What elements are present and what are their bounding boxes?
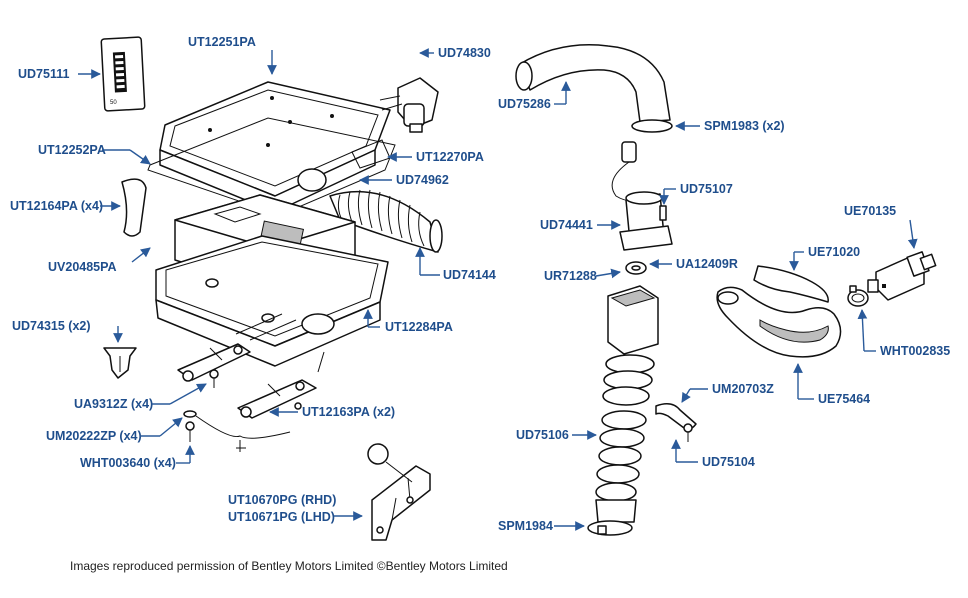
wht002835-clip	[847, 285, 869, 307]
um20703z-strap	[655, 403, 697, 442]
label-ut12252pa: UT12252PA	[38, 143, 106, 157]
ue71020-strip	[753, 265, 829, 303]
label-ud75106: UD75106	[516, 428, 569, 442]
label-ue70135: UE70135	[844, 204, 896, 218]
fixings	[183, 369, 291, 452]
ut12284pa-lower-case	[155, 235, 389, 367]
spm1983-clip	[631, 119, 673, 133]
label-ud74830: UD74830	[438, 46, 491, 60]
label-ud74962: UD74962	[396, 173, 449, 187]
label-ut10670pg: UT10670PG (RHD)	[228, 493, 336, 507]
callouts: UD75111 UT12251PA UD74830 UT12252PA UT12…	[10, 35, 950, 533]
label-ur71288: UR71288	[544, 269, 597, 283]
ud74315-fastener	[103, 347, 137, 379]
label-ut12163pa: UT12163PA (x2)	[302, 405, 395, 419]
label-ud75111: UD75111	[18, 67, 69, 81]
ur71288-washer	[625, 261, 647, 275]
label-ue71020: UE71020	[808, 245, 860, 259]
ud74441-housing	[611, 141, 673, 251]
cover-gasket	[147, 117, 396, 216]
label-ut10671pg: UT10671PG (LHD)	[228, 510, 335, 524]
label-ud74315: UD74315 (x2)	[12, 319, 91, 333]
label-wht002835: WHT002835	[880, 344, 950, 358]
ut10670pg-bracket	[367, 443, 431, 541]
spm1984-clip	[587, 520, 633, 536]
copyright-credit: Images reproduced permission of Bentley …	[70, 559, 508, 573]
label-ut12284pa: UT12284PA	[385, 320, 453, 334]
label-um20222zp: UM20222ZP (x4)	[46, 429, 142, 443]
label-um20703z: UM20703Z	[712, 382, 774, 396]
ue70135-sensor	[867, 251, 937, 301]
label-ud75286: UD75286	[498, 97, 551, 111]
label-ud74441: UD74441	[540, 218, 593, 232]
ud75111-plate: 50	[100, 36, 146, 112]
label-ut12164pa: UT12164PA (x4)	[10, 199, 103, 213]
ue75464-hose	[716, 286, 842, 358]
ud74830-sensor	[379, 77, 439, 133]
ut12163pa-brackets	[177, 343, 325, 419]
ud75106-corrugated-pipe	[595, 285, 659, 523]
svg-text:50: 50	[110, 100, 117, 106]
label-ud75104: UD75104	[702, 455, 755, 469]
label-ut12251pa: UT12251PA	[188, 35, 256, 49]
label-ua9312z: UA9312Z (x4)	[74, 397, 153, 411]
label-ud75107: UD75107	[680, 182, 733, 196]
label-ut12270pa: UT12270PA	[416, 150, 484, 164]
label-ua12409r: UA12409R	[676, 257, 738, 271]
label-ud74144: UD74144	[443, 268, 496, 282]
label-spm1983: SPM1983 (x2)	[704, 119, 785, 133]
label-spm1984: SPM1984	[498, 519, 553, 533]
ud74144-bellows-hose	[329, 189, 443, 253]
label-uv20485pa: UV20485PA	[48, 260, 117, 274]
label-ue75464: UE75464	[818, 392, 870, 406]
ud75286-hose	[515, 44, 671, 123]
ut12164pa-clip	[121, 178, 147, 237]
label-wht003640: WHT003640 (x4)	[80, 456, 176, 470]
